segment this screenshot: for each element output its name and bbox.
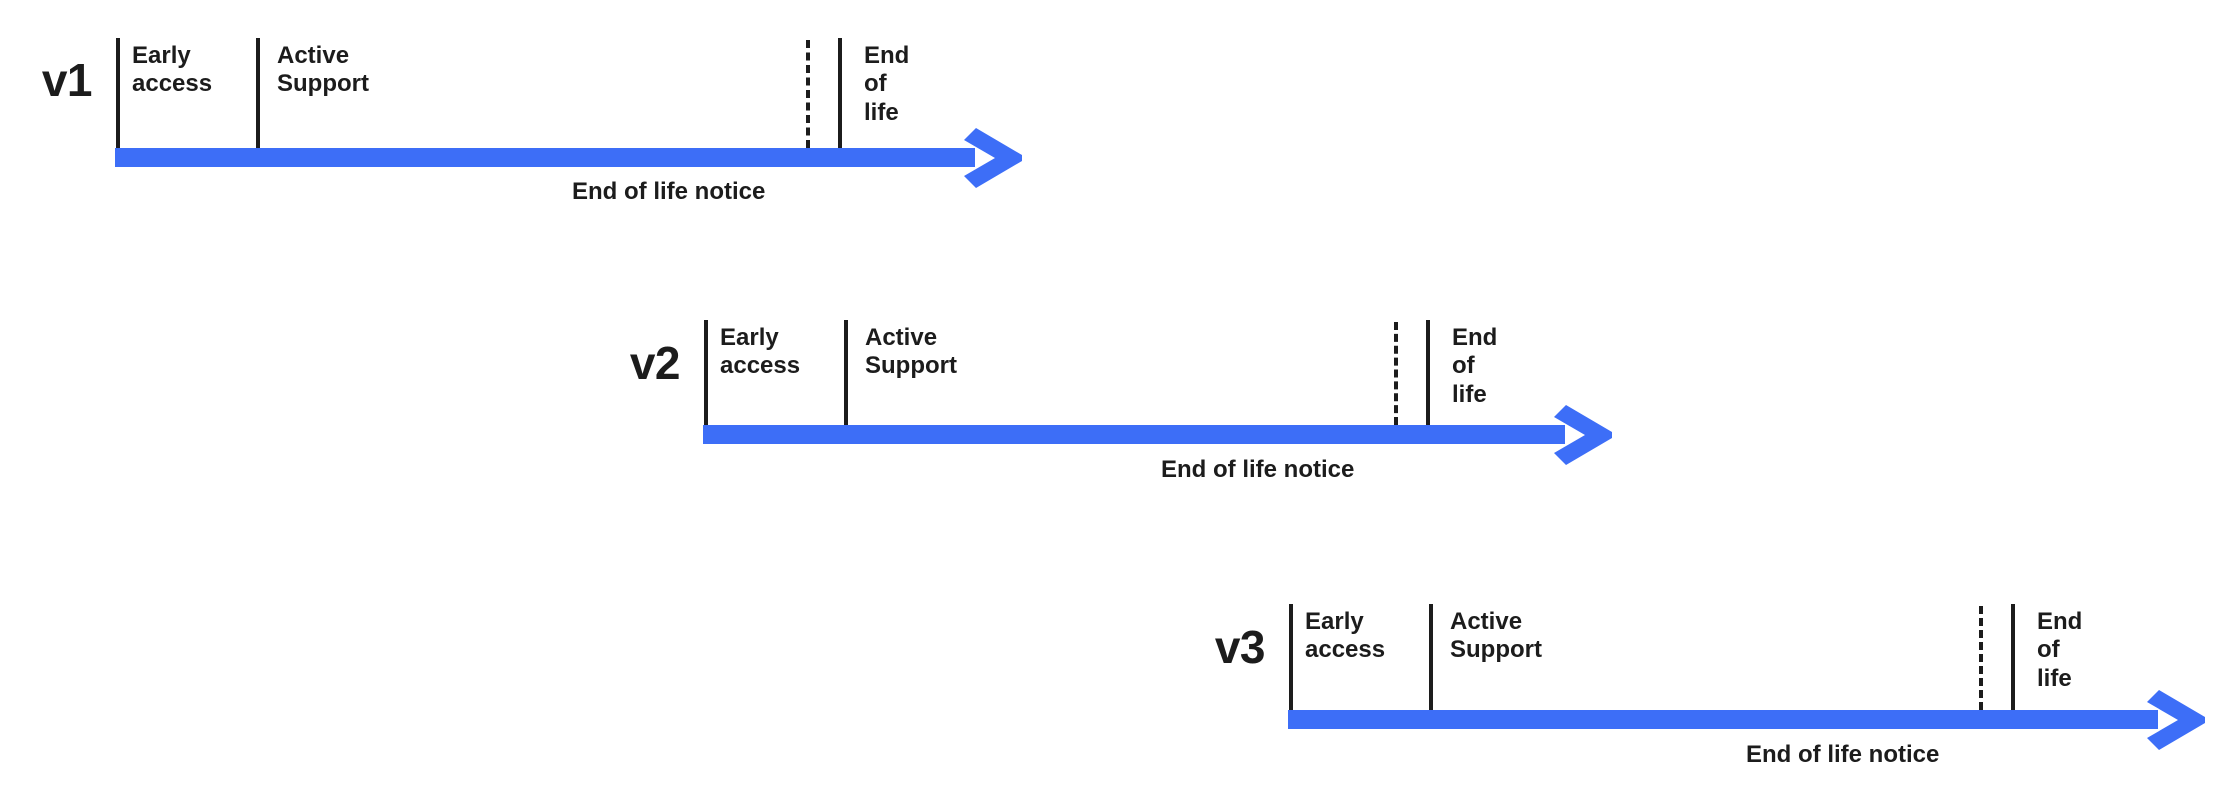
phase-divider-active-support-start-v3 [1429,604,1433,710]
phase-divider-active-support-start-v1 [256,38,260,148]
eol-notice-label-v2: End of life notice [1161,456,1355,483]
version-label-v2: v2 [629,337,681,389]
lifecycle-arrow-shaft-v3 [1288,710,2158,729]
phase-label-early-access-v3: Early access [1305,608,1386,664]
lifecycle-arrow-shaft-v1 [115,148,975,167]
eol-notice-label-v3: End of life notice [1746,741,1940,768]
phase-label-end-of-life-v2: End of life [1452,324,1498,408]
phase-label-active-support-v1: Active Support [277,42,369,98]
phase-divider-end-of-life-start-v3 [2011,604,2015,710]
arrow-head-icon-v1 [964,128,1026,188]
phase-divider-end-of-life-start-v1 [838,38,842,148]
eol-notice-dashed-marker-v3 [1979,606,1983,710]
lifecycle-arrow-shaft-v2 [703,425,1565,444]
phase-label-early-access-v2: Early access [720,324,801,380]
phase-divider-early-access-start-v2 [704,320,708,425]
version-label-v1: v1 [41,54,93,106]
version-label-v3: v3 [1214,621,1266,673]
arrow-head-icon-v3 [2147,690,2209,750]
phase-label-end-of-life-v1: End of life [864,42,910,126]
phase-divider-early-access-start-v1 [116,38,120,148]
eol-notice-label-v1: End of life notice [572,178,766,205]
eol-notice-dashed-marker-v1 [806,40,810,148]
arrow-head-icon-v2 [1554,405,1616,465]
phase-divider-active-support-start-v2 [844,320,848,425]
phase-label-early-access-v1: Early access [132,42,213,98]
phase-label-active-support-v2: Active Support [865,324,957,380]
phase-label-active-support-v3: Active Support [1450,608,1542,664]
phase-label-end-of-life-v3: End of life [2037,608,2083,692]
phase-divider-end-of-life-start-v2 [1426,320,1430,425]
eol-notice-dashed-marker-v2 [1394,322,1398,425]
phase-divider-early-access-start-v3 [1289,604,1293,710]
